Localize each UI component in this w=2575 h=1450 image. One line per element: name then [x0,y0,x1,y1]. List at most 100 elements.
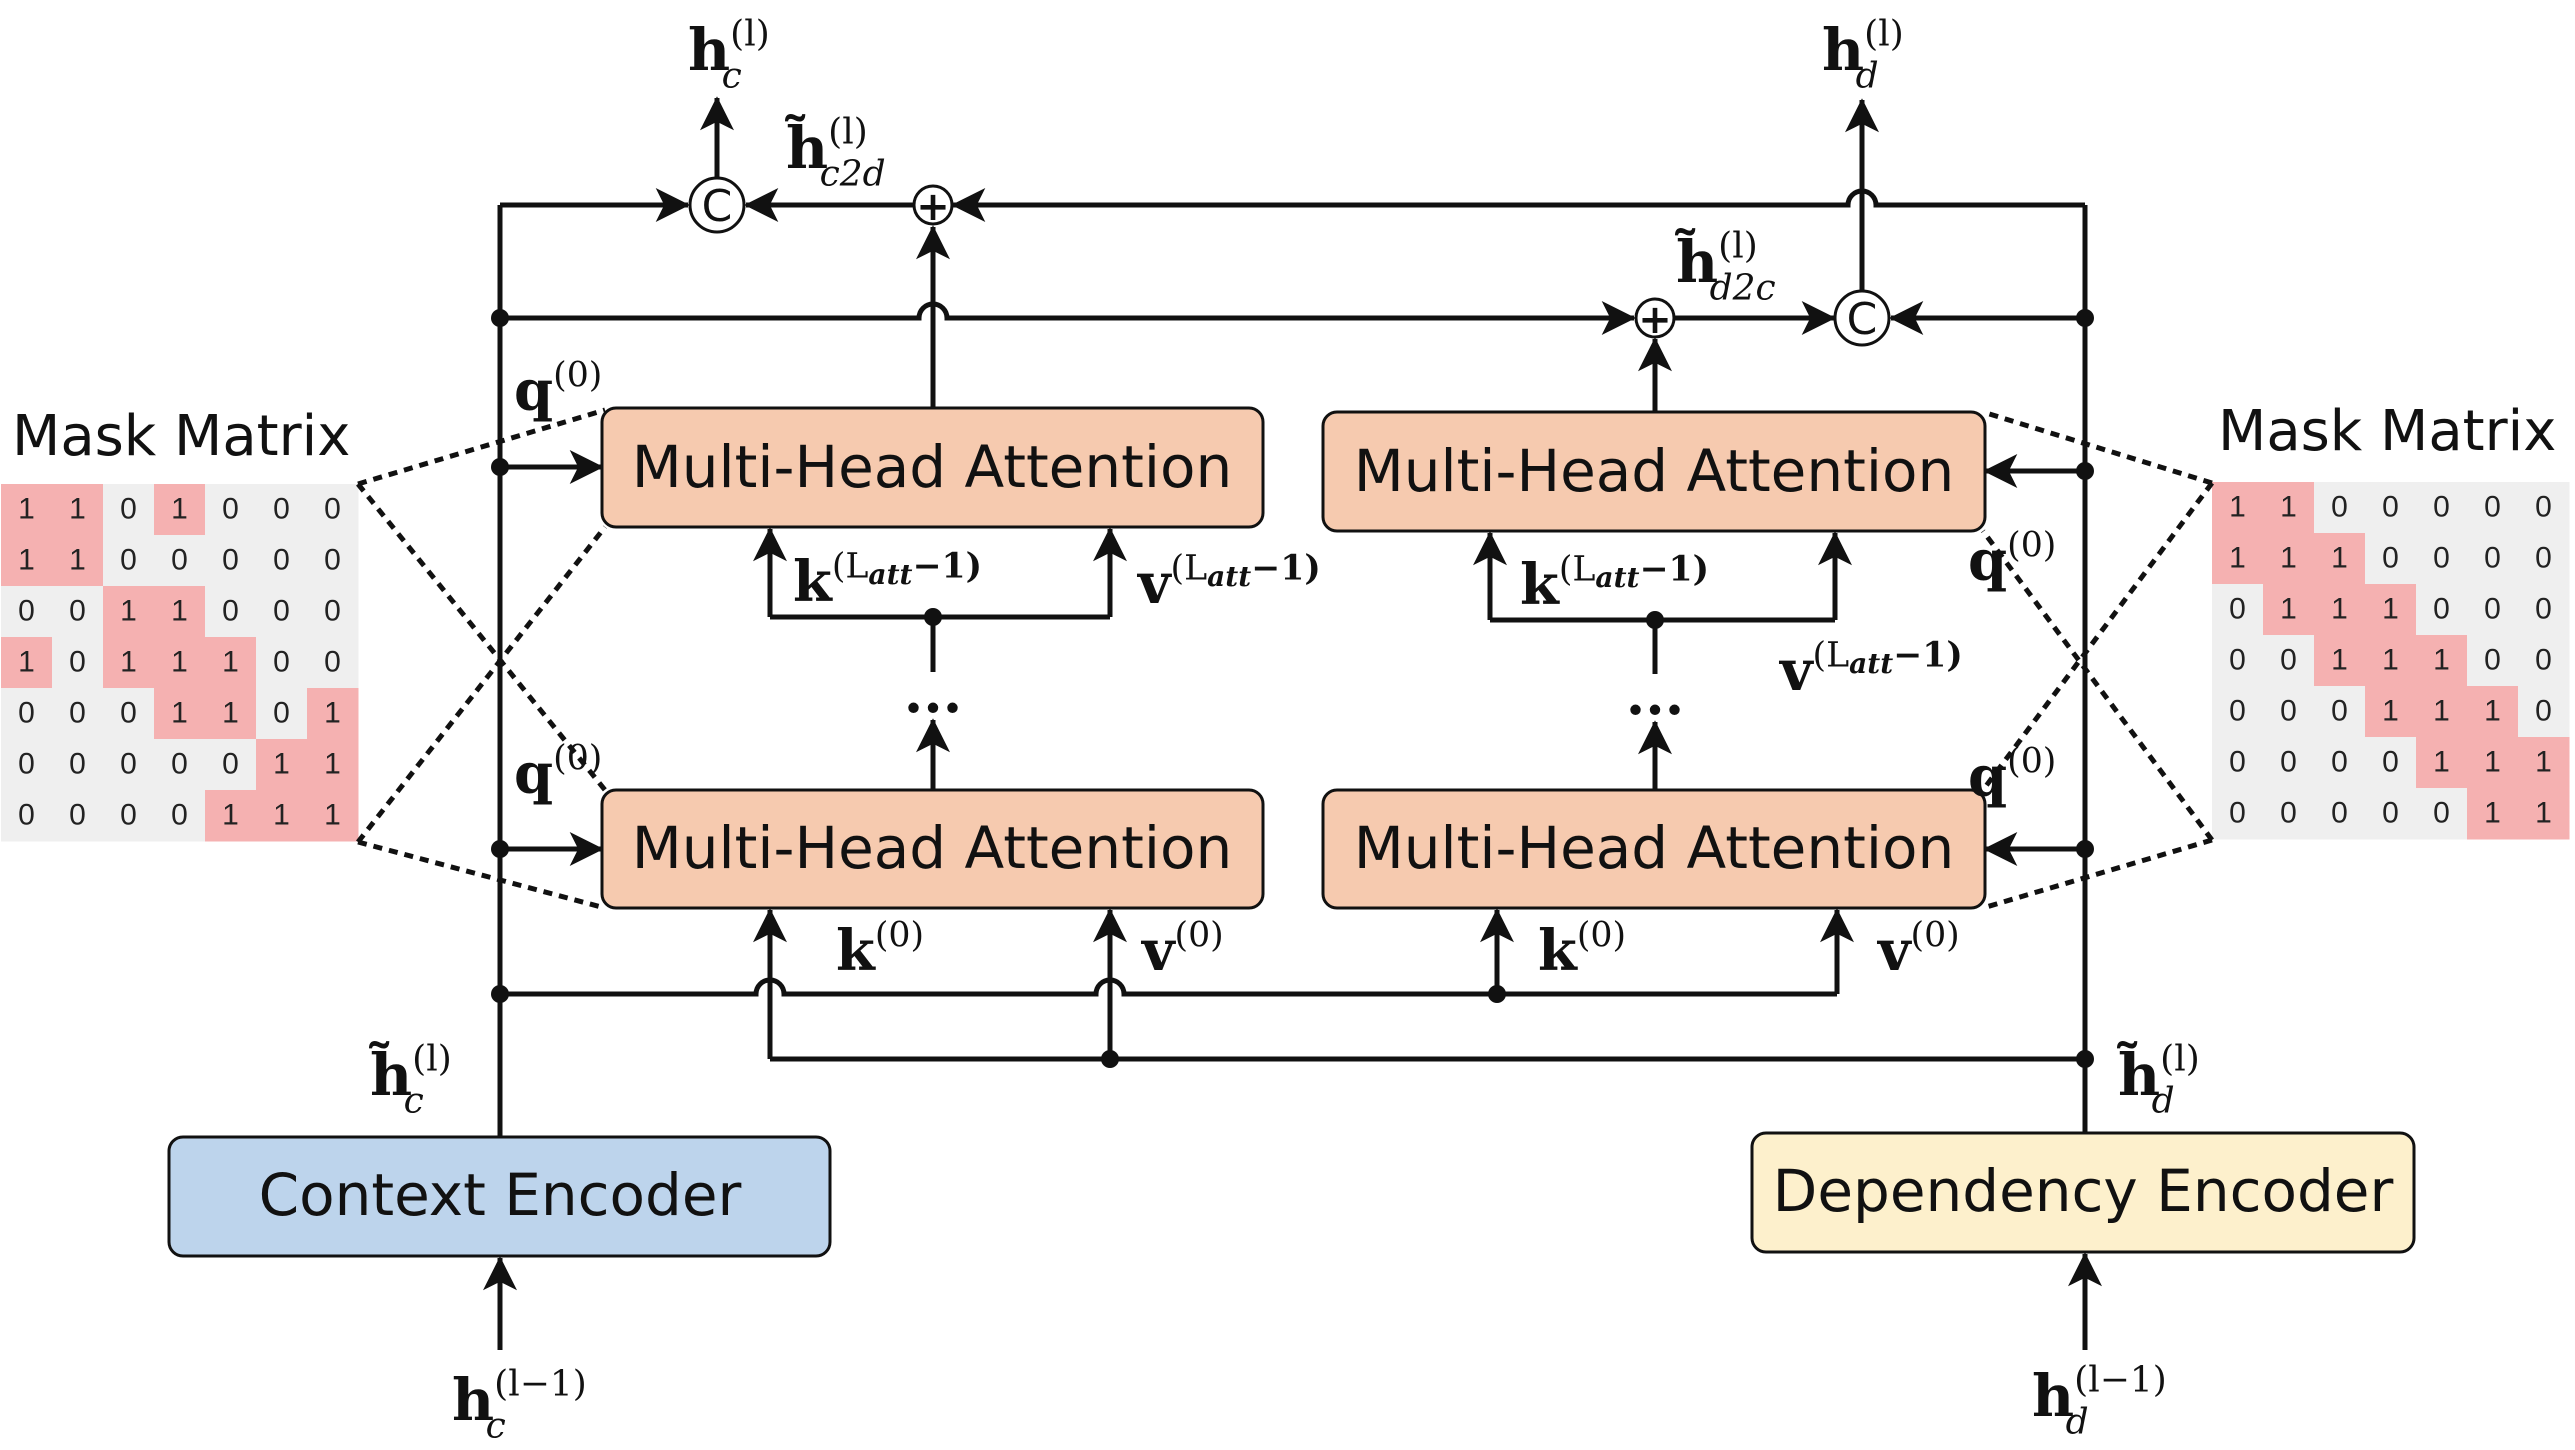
mask-cell-value: 1 [171,493,188,526]
mask-cell: 1 [2365,635,2417,687]
mask-cell: 1 [154,688,206,740]
mask-cell: 1 [103,586,155,638]
mask-cell-value: 0 [2484,542,2501,575]
q0-label-bottom-right: q(0) [1968,741,2056,810]
mask-cell-value: 1 [120,646,137,679]
mask-cell-value: 1 [2433,746,2450,779]
mask-cell: 1 [2365,686,2417,738]
mask-cell-value: 1 [222,646,239,679]
mask-cell-value: 0 [18,595,35,628]
mask-cell-value: 0 [222,748,239,781]
mask-cell-value: 0 [120,799,137,832]
mask-cell-value: 0 [120,493,137,526]
k0-label-right: k(0) [1538,915,1626,984]
mask-cell: 0 [2467,584,2519,636]
mask-cell-value: 1 [2484,746,2501,779]
mask-cell: 0 [256,535,308,587]
q0-label-top-left: q(0) [514,355,602,424]
mask-cell-value: 0 [2433,542,2450,575]
mask-cell: 0 [205,586,257,638]
mask-cell: 1 [2212,482,2264,534]
mask-cell-value: 0 [273,493,290,526]
mask-cell-value: 0 [18,799,35,832]
v-latt-label-right: v(Latt−1) [1778,634,1963,704]
h-c-output-label: h(l)c [688,14,770,97]
mask-cell-value: 1 [2229,542,2246,575]
mask-cell-value: 1 [273,799,290,832]
mask-cell-value: 0 [273,595,290,628]
q0-label-bottom-left: q(0) [514,738,602,807]
mask-cell: 0 [2212,788,2264,840]
mask-cell-value: 1 [222,799,239,832]
mask-cell-value: 0 [2229,746,2246,779]
mask-cell-value: 1 [2280,593,2297,626]
mask-cell: 0 [2314,482,2366,534]
mask-cell: 1 [2365,584,2417,636]
mask-cell-value: 0 [2382,746,2399,779]
mask-cell: 0 [2314,686,2366,738]
mask-cell: 0 [2365,482,2417,534]
mask-cell: 0 [2212,737,2264,789]
mask-cell: 1 [52,535,104,587]
mask-cell-value: 0 [2433,491,2450,524]
mask-cell-value: 0 [324,544,341,577]
mask-cell: 1 [2314,533,2366,585]
mask-cell: 0 [2212,635,2264,687]
layer-ellipsis-left: ... [904,660,963,726]
mask-cell: 1 [2518,788,2570,840]
k-latt-label-right: k(Latt−1) [1520,548,1709,618]
mask-cell-value: 0 [2331,746,2348,779]
mask-cell: 0 [307,535,359,587]
mask-cell: 1 [52,484,104,536]
add-operator-right: + [1634,297,1676,343]
mask-cell-value: 1 [2229,491,2246,524]
mask-cell-value: 1 [2433,644,2450,677]
mask-cell: 1 [2263,584,2315,636]
mask-cell-value: 0 [2280,644,2297,677]
h-c-tilde-label: h̃(l)c [369,1039,452,1122]
mha-block-bottom-right: Multi-Head Attention [1321,788,1987,910]
mask-cell-value: 0 [120,697,137,730]
concat-icon: C [702,181,733,232]
mask-cell: 1 [1,637,53,689]
mask-cell-value: 1 [2484,797,2501,830]
mask-cell-value: 0 [222,595,239,628]
mask-cell-value: 0 [2229,797,2246,830]
mask-cell-value: 1 [222,697,239,730]
mask-cell: 0 [2365,788,2417,840]
concat-operator-right: C [1833,289,1891,347]
mask-cell-value: 1 [69,493,86,526]
mask-cell-value: 0 [2484,491,2501,524]
mask-cell-value: 0 [69,595,86,628]
mha-block-top-right: Multi-Head Attention [1321,410,1987,533]
mask-cell: 0 [256,484,308,536]
mask-cell: 0 [307,637,359,689]
mask-cell-value: 0 [222,544,239,577]
mask-cell: 1 [2416,635,2468,687]
h-c-input-label: h(l−1)c [452,1364,587,1447]
mask-cell: 0 [52,790,104,842]
mask-cell-value: 0 [2535,644,2552,677]
mask-cell: 0 [2518,686,2570,738]
mask-cell: 0 [103,790,155,842]
mask-cell: 0 [2518,533,2570,585]
mask-cell-value: 1 [69,544,86,577]
mask-cell: 0 [103,535,155,587]
mask-cell-value: 1 [120,595,137,628]
mask-cell-value: 0 [69,697,86,730]
context-encoder-block: Context Encoder [167,1135,832,1258]
right-mask-title: Mask Matrix [2218,399,2556,464]
mask-cell: 1 [1,484,53,536]
mask-cell-value: 0 [273,544,290,577]
mha-label: Multi-Head Attention [632,814,1232,882]
mask-cell-value: 1 [18,493,35,526]
mask-projection-lines [356,407,2215,911]
mask-cell-value: 0 [2433,797,2450,830]
mask-cell: 1 [307,688,359,740]
mask-cell-value: 1 [2484,695,2501,728]
v-latt-label-left: v(Latt−1) [1136,547,1321,617]
mask-cell-value: 0 [171,748,188,781]
